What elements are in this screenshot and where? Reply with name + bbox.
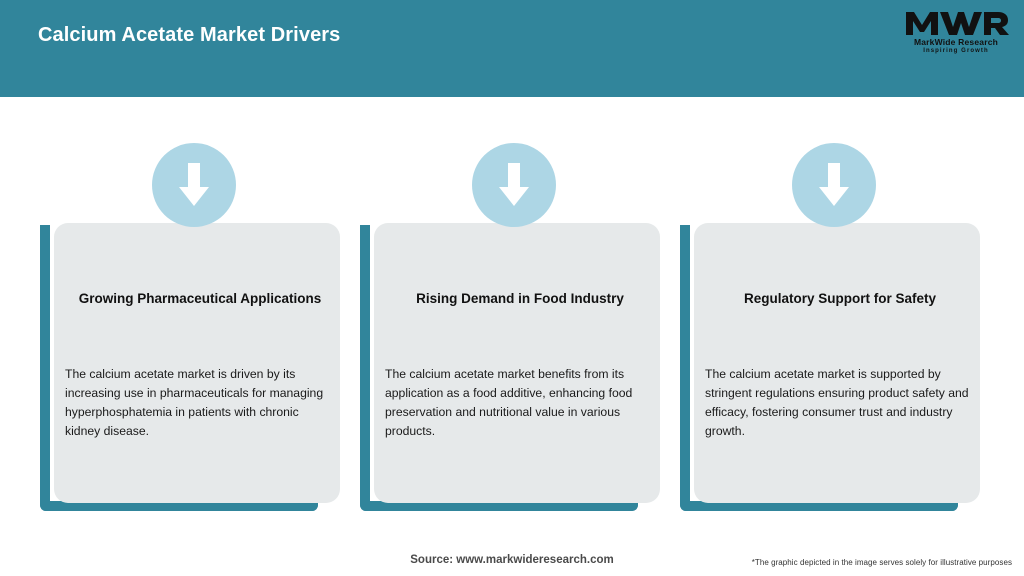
down-arrow-glyph xyxy=(179,163,209,206)
page-title: Calcium Acetate Market Drivers xyxy=(38,24,341,46)
source-label: Source: www.markwideresearch.com xyxy=(410,554,614,566)
card-title: Regulatory Support for Safety xyxy=(743,291,937,306)
down-arrow-icon xyxy=(792,143,876,227)
driver-card-3[interactable]: Regulatory Support for Safety The calciu… xyxy=(680,143,980,511)
brand-logo: MarkWide Research Inspiring Growth xyxy=(902,8,1010,60)
down-arrow-glyph xyxy=(819,163,849,206)
mwr-logo-icon xyxy=(906,12,1009,35)
driver-card-1[interactable]: Growing Pharmaceutical Applications The … xyxy=(40,143,340,511)
card-description: The calcium acetate market benefits from… xyxy=(385,367,633,438)
card-surface xyxy=(374,223,660,503)
down-arrow-icon xyxy=(472,143,556,227)
card-surface xyxy=(694,223,980,503)
down-arrow-icon xyxy=(152,143,236,227)
down-arrow-glyph xyxy=(499,163,529,206)
logo-tagline: Inspiring Growth xyxy=(923,48,989,54)
card-surface xyxy=(54,223,340,503)
card-title: Growing Pharmaceutical Applications xyxy=(78,291,322,306)
card-description: The calcium acetate market is supported … xyxy=(705,367,969,438)
disclaimer-label: *The graphic depicted in the image serve… xyxy=(751,558,1012,567)
card-description: The calcium acetate market is driven by … xyxy=(65,367,324,438)
header-bar: Calcium Acetate Market Drivers MarkWide … xyxy=(0,0,1024,97)
driver-card-2[interactable]: Rising Demand in Food Industry The calci… xyxy=(360,143,660,511)
logo-company-name: MarkWide Research xyxy=(913,37,999,47)
card-title: Rising Demand in Food Industry xyxy=(416,291,624,306)
drivers-card-row: Growing Pharmaceutical Applications The … xyxy=(0,97,1024,552)
